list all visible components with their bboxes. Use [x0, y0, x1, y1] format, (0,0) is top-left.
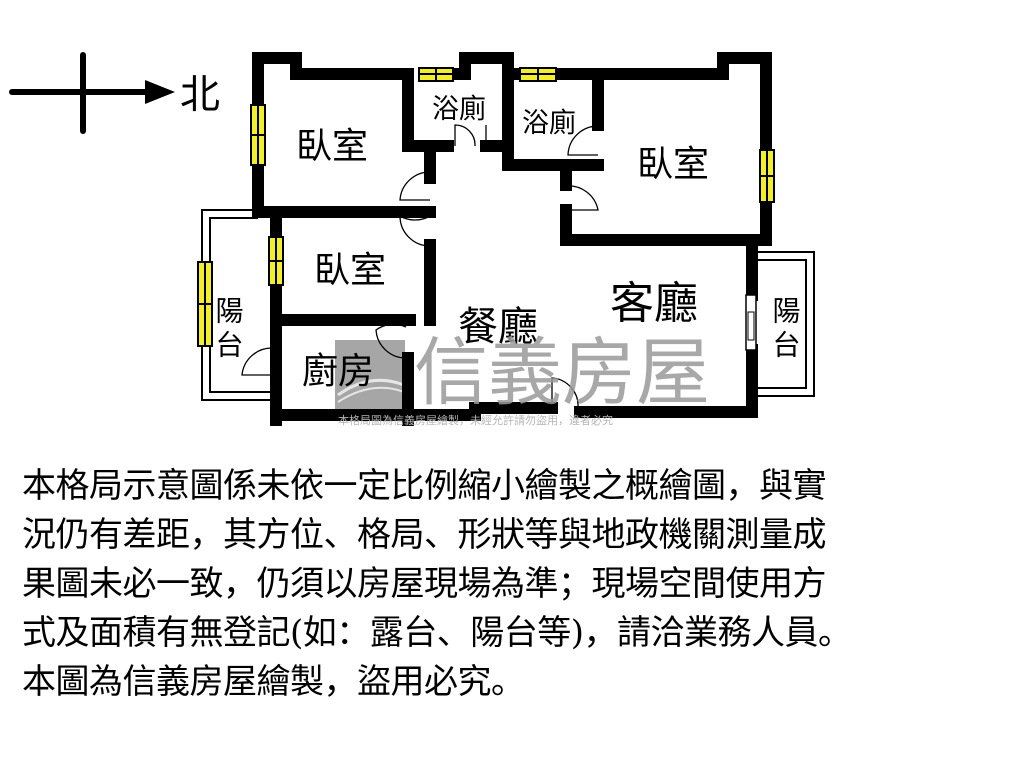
- disclaimer-line: 本圖為信義房屋繪製，盜用必究。: [22, 662, 525, 702]
- disclaimer-text: 本格局示意圖係未依一定比例縮小繪製之概繪圖，與實 況仍有差距，其方位、格局、形狀…: [22, 462, 1012, 707]
- room-label-bedroom-ne: 臥室: [637, 144, 709, 185]
- compass-label: 北: [180, 72, 220, 118]
- room-label-dining: 餐廳: [458, 304, 538, 350]
- walls: [252, 52, 772, 426]
- room-label-bathroom-1: 浴廁: [432, 94, 486, 125]
- room-label-bedroom-nw: 臥室: [296, 126, 368, 167]
- north-arrow-icon: [9, 52, 175, 134]
- disclaimer-line: 況仍有差距，其方位、格局、形狀等與地政機關測量成: [22, 515, 827, 555]
- watermark-brand: 信義房屋: [414, 330, 710, 416]
- room-label-balcony-w: 陽台: [212, 296, 245, 364]
- room-label-kitchen: 廚房: [302, 351, 374, 392]
- windows: [197, 67, 775, 347]
- room-label-balcony-e: 陽台: [769, 296, 802, 364]
- floor-plan: 北: [9, 52, 815, 427]
- watermark-logo-box: [335, 340, 405, 410]
- door-swings: [241, 124, 599, 409]
- balcony-east-outline: [752, 251, 815, 397]
- disclaimer-line: 果圖未必一致，仍須以房屋現場為準；現場空間使用方: [22, 564, 827, 604]
- room-label-bathroom-2: 浴廁: [522, 108, 576, 139]
- disclaimer-line: 式及面積有無登記(如：露台、陽台等)，請洽業務人員。: [22, 613, 852, 653]
- disclaimer-line: 本格局示意圖係未依一定比例縮小繪製之概繪圖，與實: [22, 466, 827, 506]
- room-label-bedroom-w: 臥室: [314, 250, 386, 291]
- watermark-notice: 本格局圖為信義房屋繪製，未經允許請勿盜用，違者必究: [338, 413, 613, 427]
- room-label-living: 客廳: [610, 278, 698, 329]
